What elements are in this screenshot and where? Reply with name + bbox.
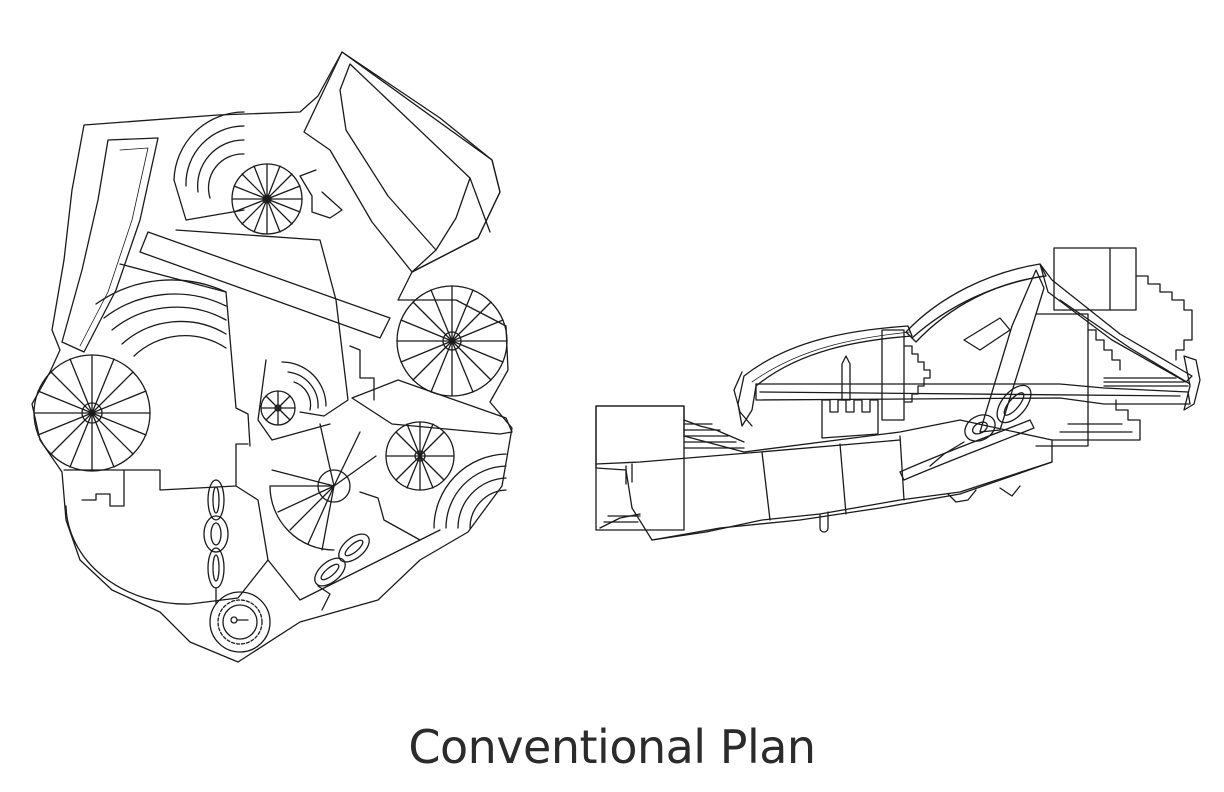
lower-right-skirt (267, 529, 441, 601)
left-horn-inner (751, 331, 911, 383)
walkway-line (759, 391, 1181, 397)
upper-stair-wheel (231, 163, 303, 235)
hull-ribbon (899, 419, 1035, 481)
left-plan (31, 51, 513, 663)
right-hook (1183, 355, 1201, 411)
rear-drop (947, 489, 977, 503)
lower-body-curve (65, 485, 269, 605)
lower-stepped-edge (63, 443, 249, 491)
upper-arcs (173, 111, 245, 221)
small-arcs (257, 359, 331, 441)
stepped-detail-1 (299, 169, 343, 219)
lower-right-arcs (433, 453, 507, 529)
right-upper-stair-wheel (396, 285, 508, 397)
crenellated-tower (821, 355, 879, 439)
rear-tab (999, 485, 1021, 497)
right-lower-stairs (1051, 399, 1141, 441)
upper-wedge-edge (469, 177, 491, 233)
left-plan-outline (31, 51, 513, 663)
left-stair-block (595, 405, 745, 531)
upper-wedge-edge-2 (411, 249, 437, 273)
middle-arcs (95, 263, 251, 447)
upper-wedge-inner (339, 63, 471, 251)
right-tower (1035, 247, 1193, 447)
vertical-chain (203, 479, 229, 605)
lower-notch (81, 469, 125, 507)
left-horn (737, 325, 913, 427)
central-diagonal-beam (139, 231, 391, 339)
right-diagonal-ribbon (1039, 263, 1193, 383)
right-plan (595, 247, 1201, 541)
plan-caption: Conventional Plan (408, 720, 816, 774)
right-spike (351, 379, 513, 435)
hull-bottom-curve (651, 461, 1053, 541)
keel-drop (819, 511, 829, 533)
left-hook (733, 371, 753, 427)
central-block (175, 229, 349, 417)
steep-wedge-fill (963, 317, 1011, 351)
small-stair-wheel (260, 390, 296, 426)
left-curved-slab (61, 137, 159, 353)
steep-wedge (979, 269, 1045, 433)
hull-divider-2 (839, 443, 847, 515)
stepped-detail-2 (349, 345, 375, 401)
big-arc-ribbon (905, 263, 1047, 343)
hull-divider-3 (899, 435, 905, 501)
stepped-detail-3 (359, 491, 421, 541)
left-curved-slab-inner (79, 147, 149, 347)
bottom-ring (209, 591, 271, 653)
center-block (881, 329, 905, 421)
hull-divider-1 (761, 451, 771, 521)
right-diagonal-ribbon-2 (1059, 299, 1191, 385)
walkway-right-stairs (1103, 377, 1189, 387)
hull-inner-line (595, 439, 901, 465)
upper-wedge-box (303, 51, 501, 273)
big-arc-ribbon-2 (911, 275, 1045, 339)
walkway (755, 383, 1191, 405)
hull (595, 405, 1053, 541)
left-stair-wheel (33, 354, 151, 472)
lower-half-stair-wheel (269, 423, 377, 551)
diagonal-chain (314, 533, 370, 611)
mid-right-stair-wheel (385, 421, 455, 491)
